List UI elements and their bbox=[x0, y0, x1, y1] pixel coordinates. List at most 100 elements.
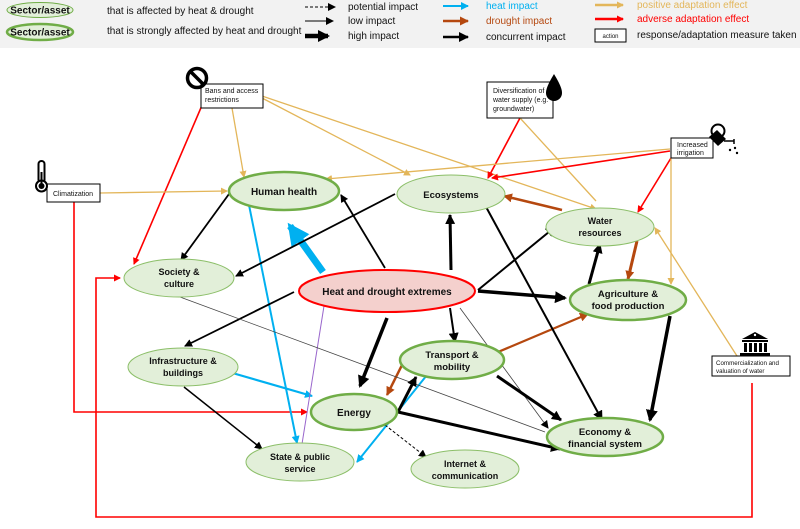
edge-transport-to-economy-high bbox=[496, 374, 562, 422]
legend-node-strong-desc: that is strongly affected by heat and dr… bbox=[107, 26, 302, 37]
action-irrigation-label-1: Increased bbox=[677, 142, 708, 149]
node-economy-label-2: financial system bbox=[568, 439, 642, 450]
node-water-resources[interactable]: Water resources bbox=[545, 207, 655, 247]
node-human-health-label: Human health bbox=[251, 187, 317, 198]
thermometer-icon bbox=[35, 160, 48, 193]
nodes: Human health Ecosystems Water resources … bbox=[123, 170, 688, 489]
legend-panel bbox=[0, 0, 800, 48]
bank-building-icon bbox=[740, 332, 770, 356]
legend-low-label: low impact bbox=[348, 16, 395, 27]
edge-ecosystems-to-economy bbox=[484, 204, 603, 421]
action-diversification-label-3: groundwater) bbox=[493, 106, 534, 113]
node-society-label-1: Society & bbox=[158, 267, 200, 277]
action-diversification[interactable]: Diversification of water supply (e.g. gr… bbox=[486, 81, 554, 119]
node-state-label-2: service bbox=[284, 464, 315, 474]
node-infra-label-2: buildings bbox=[163, 368, 203, 378]
legend-concurrent-label: concurrent impact bbox=[486, 32, 566, 43]
edge-infra-to-energy-heat bbox=[221, 368, 313, 398]
node-ecosystems-label: Ecosystems bbox=[423, 190, 478, 201]
legend-action-box bbox=[594, 28, 627, 43]
node-center-label: Heat and drought extremes bbox=[322, 287, 452, 298]
edge-society-to-economy-thin bbox=[179, 296, 546, 433]
adaptation-edges bbox=[73, 95, 753, 518]
edge-agri-to-water-high bbox=[587, 243, 603, 285]
action-climatization[interactable]: Climatization bbox=[46, 183, 101, 203]
legend-action-box-label: action bbox=[602, 34, 618, 40]
legend-high-label: high impact bbox=[348, 31, 399, 42]
legend-node-strong bbox=[5, 22, 75, 42]
edge-energy-to-economy-high bbox=[397, 410, 561, 452]
node-transport-mobility[interactable]: Transport & mobility bbox=[398, 339, 506, 381]
node-internet-label-1: Internet & bbox=[444, 459, 487, 469]
node-state-public-service[interactable]: State & public service bbox=[245, 442, 355, 482]
action-diversification-label-2: water supply (e.g. bbox=[492, 97, 548, 104]
edge-center-to-energy-high bbox=[358, 317, 389, 388]
edge-center-to-economy-thin bbox=[459, 307, 549, 429]
edge-center-to-transport bbox=[448, 307, 459, 343]
node-energy-label: Energy bbox=[337, 408, 371, 419]
edge-infra-to-state bbox=[183, 386, 263, 450]
node-internet-communication[interactable]: Internet & communication bbox=[410, 449, 520, 489]
action-boxes: Bans and access restrictions Climatizati… bbox=[35, 66, 791, 377]
legend-node-strong-label: Sector/asset bbox=[10, 28, 70, 39]
edge-center-to-health bbox=[340, 194, 386, 269]
node-society-label-2: culture bbox=[164, 279, 194, 289]
edge-health-to-society bbox=[180, 193, 230, 261]
edge-climatization-to-energy-adverse bbox=[73, 202, 308, 416]
node-ecosystems[interactable]: Ecosystems bbox=[396, 174, 506, 214]
edge-commercialization-to-water-positive bbox=[654, 227, 738, 357]
action-commercialization[interactable]: Commercialization and valuation of water bbox=[711, 355, 791, 377]
edge-climatization-to-health-positive bbox=[99, 187, 228, 195]
node-water-label-1: Water bbox=[588, 216, 613, 226]
action-commercialization-label-1: Commercialization and bbox=[716, 360, 779, 367]
edge-center-to-health-heat-high bbox=[287, 222, 326, 275]
legend-node-normal-label: Sector/asset bbox=[10, 6, 70, 17]
edge-water-to-ecosystems-drought bbox=[503, 193, 563, 212]
node-agri-label-2: food production bbox=[592, 301, 665, 312]
edge-irrigation-to-ecosystems-adverse bbox=[491, 150, 671, 181]
edge-diversification-to-water-positive bbox=[519, 117, 597, 202]
edge-bans-to-society-adverse bbox=[133, 102, 204, 265]
node-infra-label-1: Infrastructure & bbox=[149, 356, 217, 366]
action-irrigation[interactable]: Increased irrigation bbox=[670, 137, 714, 159]
legend: Sector/asset that is affected by heat & … bbox=[5, 0, 797, 43]
edge-bans-to-health-positive bbox=[231, 107, 247, 178]
action-bans[interactable]: Bans and access restrictions bbox=[200, 83, 264, 109]
impact-edges bbox=[179, 193, 672, 463]
edge-health-to-state-heat bbox=[248, 204, 300, 444]
node-energy[interactable]: Energy bbox=[309, 392, 399, 432]
edge-center-to-ecosystems-high bbox=[445, 214, 456, 271]
node-economy-label-1: Economy & bbox=[579, 427, 631, 438]
node-agri-label-1: Agriculture & bbox=[598, 289, 658, 300]
action-climatization-label: Climatization bbox=[53, 191, 93, 198]
legend-drought-label: drought impact bbox=[486, 16, 552, 27]
node-internet-label-2: communication bbox=[432, 471, 499, 481]
legend-node-normal bbox=[6, 2, 74, 18]
edge-irrigation-to-water-adverse bbox=[637, 157, 672, 213]
action-bans-label-1: Bans and access bbox=[205, 88, 259, 95]
legend-heat-label: heat impact bbox=[486, 1, 538, 12]
edge-bans-to-water-positive bbox=[261, 95, 597, 211]
edge-center-to-state-purple bbox=[301, 305, 325, 445]
node-economy-financial[interactable]: Economy & financial system bbox=[545, 416, 665, 458]
edge-transport-to-energy-drought bbox=[385, 364, 404, 396]
node-society-culture[interactable]: Society & culture bbox=[123, 258, 235, 298]
edge-bans-to-ecosystems-positive bbox=[261, 97, 411, 176]
node-agriculture-food[interactable]: Agriculture & food production bbox=[568, 278, 688, 322]
edge-energy-to-transport-high bbox=[396, 376, 418, 413]
node-human-health[interactable]: Human health bbox=[227, 170, 341, 212]
edge-energy-to-internet-potential bbox=[384, 424, 427, 458]
node-heat-drought-extremes[interactable]: Heat and drought extremes bbox=[298, 269, 476, 313]
node-infrastructure-buildings[interactable]: Infrastructure & buildings bbox=[127, 347, 239, 387]
legend-adverse-label: adverse adaptation effect bbox=[637, 14, 749, 25]
legend-positive-label: positive adaptation effect bbox=[637, 0, 748, 11]
edge-center-to-agri-high bbox=[477, 289, 567, 304]
action-diversification-label-1: Diversification of bbox=[493, 88, 544, 95]
legend-action-desc: response/adaptation measure taken bbox=[637, 30, 797, 41]
legend-node-normal-desc: that is affected by heat & drought bbox=[107, 6, 254, 17]
legend-potential-label: potential impact bbox=[348, 2, 418, 13]
prohibition-icon bbox=[185, 66, 209, 90]
edge-diversification-to-ecosystems-adverse bbox=[487, 117, 521, 179]
node-transport-label-2: mobility bbox=[434, 362, 471, 373]
edge-ecosystems-to-society bbox=[235, 193, 396, 277]
